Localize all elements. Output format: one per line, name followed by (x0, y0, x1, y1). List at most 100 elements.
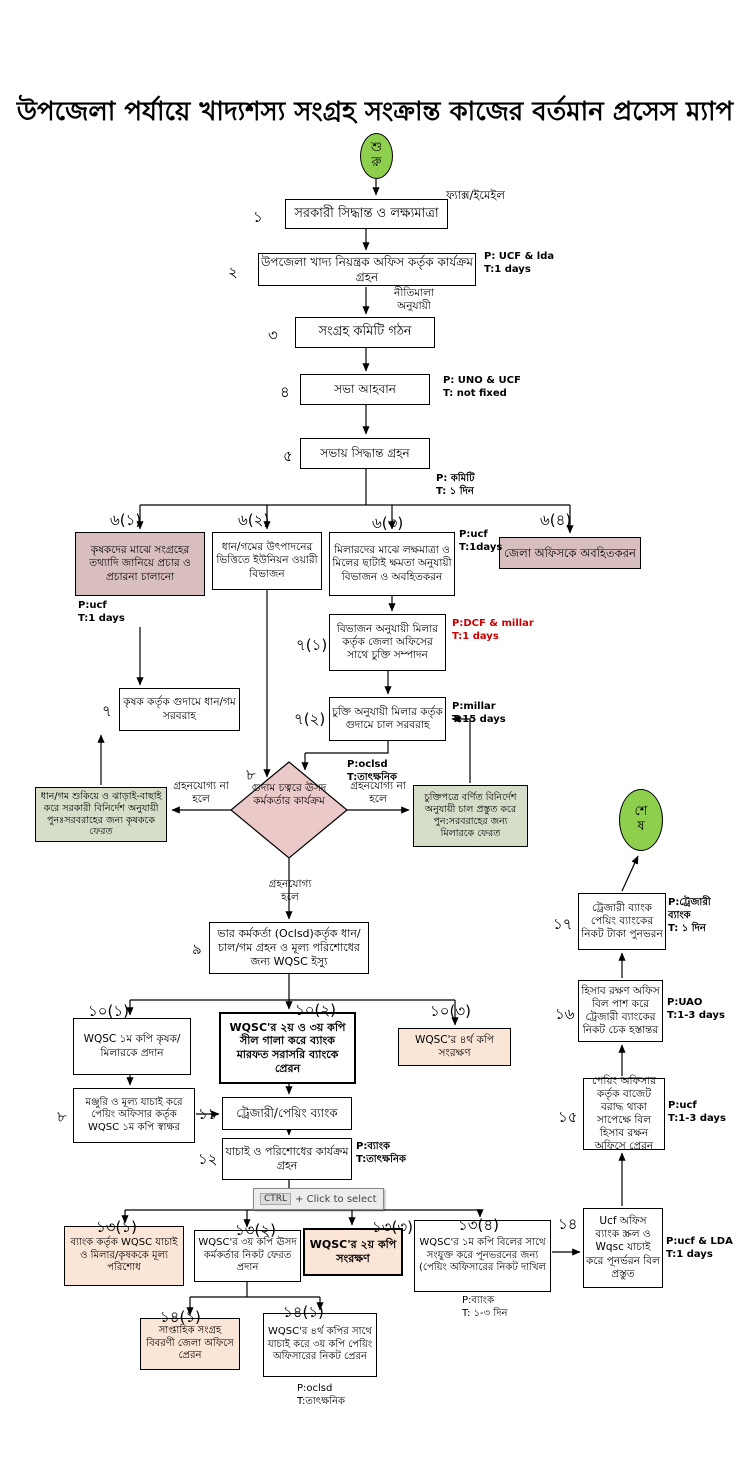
node-8b[interactable]: মঞ্জুরি ও মূল্য যাচাই করে পেয়িং অফিসার … (73, 1088, 195, 1143)
step-number: ১০(৩) (430, 1002, 471, 1020)
step-number: ৬(৪) (540, 511, 572, 529)
node-13-1[interactable]: ব্যাংক কর্তৃক WQSC যাচাই ও মিলার/কৃষককে … (64, 1226, 184, 1286)
label-line: গ্রহনযোগ্য (268, 878, 312, 890)
node-3[interactable]: সংগ্রহ কমিটি গঠন (295, 317, 435, 348)
note-line: T:1-3 days (667, 1010, 725, 1021)
end-terminal[interactable]: শে ষ (619, 789, 663, 851)
ctrl-key-chip: CTRL (260, 1193, 292, 1205)
node-10-2[interactable]: WQSC'র ২য় ও ৩য় কপি সীল গালা করে ব্যাংক… (219, 1012, 356, 1084)
label-line: গ্রহনযোগ্য না (350, 780, 406, 792)
note-line: T:1 days (452, 631, 499, 642)
node-6-3[interactable]: মিলারদের মাঝে লক্ষমাত্রা ও মিলের ছাটাই ক… (329, 532, 455, 596)
decision-text: গুদাম চত্বরে ঊসদ কর্মকর্তার কার্যক্রম (251, 782, 327, 807)
node-13-1-text: ব্যাংক কর্তৃক WQSC যাচাই ও মিলার/কৃষককে … (70, 1237, 178, 1274)
node-11[interactable]: ট্রেজারী/পেয়িং ব্যাংক (222, 1097, 352, 1130)
node-17[interactable]: ট্রেজারী ব্যাংক পেয়িং ব্যাংকের নিকট টাক… (578, 893, 666, 950)
node-7-2[interactable]: চুক্তি অনুযায়ী মিলার কর্তৃক গুদামে চাল … (329, 697, 446, 741)
node-14[interactable]: Ucf অফিস ব্যাংক স্ক্রল ও Wqsc যাচাই করে … (583, 1208, 663, 1288)
node-14-1b-text: WQSC'র ৪র্থ কপির সাথে যাচাই করে ৩য় কপি … (267, 1326, 373, 1363)
note-line: P:ucf (459, 529, 488, 540)
note-line: P: UNO & UCF (443, 375, 521, 386)
label-line: হলে (369, 793, 387, 806)
reject-miller-text: চুক্তিপত্রে বর্ণিত বিনির্দেশ অনুযায়ী চা… (424, 792, 517, 839)
node-16-text: হিসাব রক্ষণ অফিস বিল পাশ করে ট্রেজারী ব্… (581, 984, 660, 1037)
node-13-2[interactable]: WQSC'র ৩য় কপি ঊসদ কর্মকর্তার নিকট ফেরত … (194, 1230, 301, 1282)
note-line: T:1 days (484, 264, 531, 275)
note-line: T: ১-৩ দিন (462, 1308, 508, 1319)
reject-farmer-text: ধান/গম শুকিয়ে ও ঝাড়াই-বাছাই করে সরকারী… (40, 790, 162, 838)
reject-miller-box[interactable]: চুক্তিপত্রে বর্ণিত বিনির্দেশ অনুযায়ী চা… (413, 785, 528, 847)
note-line: T:1-3 days (668, 1113, 726, 1124)
policy-label-line: নীতিমালা (394, 287, 434, 299)
node-1[interactable]: সরকারী সিদ্ধান্ত ও লক্ষ্যমাত্রা (285, 199, 448, 229)
node-5[interactable]: সভায় সিদ্ধান্ত গ্রহন (300, 438, 430, 469)
note-line: P:ucf (78, 600, 107, 611)
node-14-text: Ucf অফিস ব্যাংক স্ক্রল ও Wqsc যাচাই করে … (586, 1215, 660, 1280)
note-line: P:ucf & LDA (666, 1236, 733, 1247)
node-9[interactable]: ভার কর্মকর্তা (Oclsd)কর্তৃক ধান/চাল/গম গ… (209, 922, 369, 974)
node-13-4-text: WQSC'র ১ম কপি বিলের সাথে সংযুক্ত করে পূন… (419, 1237, 546, 1274)
step-number: ৯ (192, 940, 202, 958)
node-13-4[interactable]: WQSC'র ১ম কপি বিলের সাথে সংযুক্ত করে পূন… (414, 1220, 551, 1292)
step-number: ১৬ (555, 1005, 575, 1023)
label-line: গ্রহনযোগ্য না (173, 780, 229, 792)
node-16[interactable]: হিসাব রক্ষণ অফিস বিল পাশ করে ট্রেজারী ব্… (578, 980, 663, 1042)
node-11-text: ট্রেজারী/পেয়িং ব্যাংক (236, 1106, 338, 1120)
note-line: P: কমিটি (436, 473, 475, 484)
reject-farmer-box[interactable]: ধান/গম শুকিয়ে ও ঝাড়াই-বাছাই করে সরকারী… (35, 787, 167, 842)
note-line: T:তাৎক্ষনিক (347, 772, 397, 783)
node-14-1b[interactable]: WQSC'র ৪র্থ কপির সাথে যাচাই করে ৩য় কপি … (263, 1313, 377, 1377)
step-number: ৮ (246, 766, 256, 784)
note-line: T: ১ দিন (668, 923, 706, 934)
node-5-text: সভায় সিদ্ধান্ত গ্রহন (320, 446, 410, 460)
node-6-1[interactable]: কৃষকদের মাঝে সংগ্রহের তথ্যাদি জানিয়ে প্… (75, 532, 205, 596)
tooltip-text: + Click to select (295, 1193, 377, 1205)
node-14-1a[interactable]: সাপ্তাহিক সংগ্রহ বিবরণী জেলা অফিসে প্রের… (140, 1318, 240, 1370)
node-7-1[interactable]: বিভাজন অনুযায়ী মিলার কর্তৃক জেলা অফিসের… (329, 614, 446, 671)
node-10-1[interactable]: WQSC ১ম কপি কৃষক/মিলারকে প্রদান (73, 1018, 191, 1075)
note-line: P:ট্রেজারী (668, 897, 711, 908)
node-17-text: ট্রেজারী ব্যাংক পেয়িং ব্যাংকের নিকট টাক… (581, 901, 663, 941)
node-13-3[interactable]: WQSC'র ২য় কপি সংরক্ষণ (303, 1228, 403, 1276)
node-2[interactable]: উপজেলা খাদ্য নিয়ন্ত্রক অফিস কর্তৃক কার্… (258, 253, 476, 286)
step-number: ৮ (57, 1108, 67, 1126)
node-8b-text: মঞ্জুরি ও মূল্য যাচাই করে পেয়িং অফিসার … (85, 1096, 183, 1133)
note-line: T:15 days (452, 714, 506, 725)
node-6-3-text: মিলারদের মাঝে লক্ষমাত্রা ও মিলের ছাটাই ক… (332, 544, 452, 583)
node-12[interactable]: যাচাই ও পরিশোধের কার্যক্রম গ্রহন (222, 1138, 352, 1180)
step-number: ১৪(১) (160, 1308, 201, 1326)
node-7-2-text: চুক্তি অনুযায়ী মিলার কর্তৃক গুদামে চাল … (332, 705, 443, 731)
node-2-text: উপজেলা খাদ্য নিয়ন্ত্রক অফিস কর্তৃক কার্… (261, 254, 473, 284)
node-4[interactable]: সভা আহবান (300, 374, 430, 405)
node-7[interactable]: কৃষক কর্তৃক গুদামে ধান/গম সরবরাহ (119, 688, 240, 731)
node-15-text: পেয়িং অফিসার কর্তৃক বাজেট বরাদ্ধ থাকা স… (592, 1074, 656, 1153)
note-line: T:তাৎক্ষনিক (356, 1154, 406, 1165)
ctrl-click-tooltip: CTRL + Click to select (253, 1188, 384, 1210)
node-10-3[interactable]: WQSC'র ৪র্থ কপি সংরক্ষণ (398, 1028, 511, 1066)
not-acceptable-left-label: গ্রহনযোগ্য নাহলে (170, 780, 232, 806)
step-number: ১৪ (558, 1215, 578, 1233)
start-terminal[interactable]: শু রু (360, 133, 393, 179)
step-number: ৬(২) (238, 511, 270, 529)
node-15[interactable]: পেয়িং অফিসার কর্তৃক বাজেট বরাদ্ধ থাকা স… (583, 1075, 665, 1152)
node-12-text: যাচাই ও পরিশোধের কার্যক্রম গ্রহন (225, 1145, 349, 1172)
step-number: ১৩(১) (96, 1218, 137, 1236)
node-6-2[interactable]: ধান/গমের উৎপাদনের ভিত্তিতে ইউনিয়ন ওয়ার… (212, 532, 322, 590)
node-3-text: সংগ্রহ কমিটি গঠন (318, 324, 412, 340)
note-line: P:millar (452, 701, 496, 712)
node-6-4[interactable]: জেলা অফিসকে অবহিতকরন (499, 537, 641, 569)
node-10-3-text: WQSC'র ৪র্থ কপি সংরক্ষণ (414, 1033, 495, 1059)
decision-node[interactable]: গুদাম চত্বরে ঊসদ কর্মকর্তার কার্যক্রম (237, 782, 341, 807)
end-terminal-text: ষ (637, 819, 645, 834)
